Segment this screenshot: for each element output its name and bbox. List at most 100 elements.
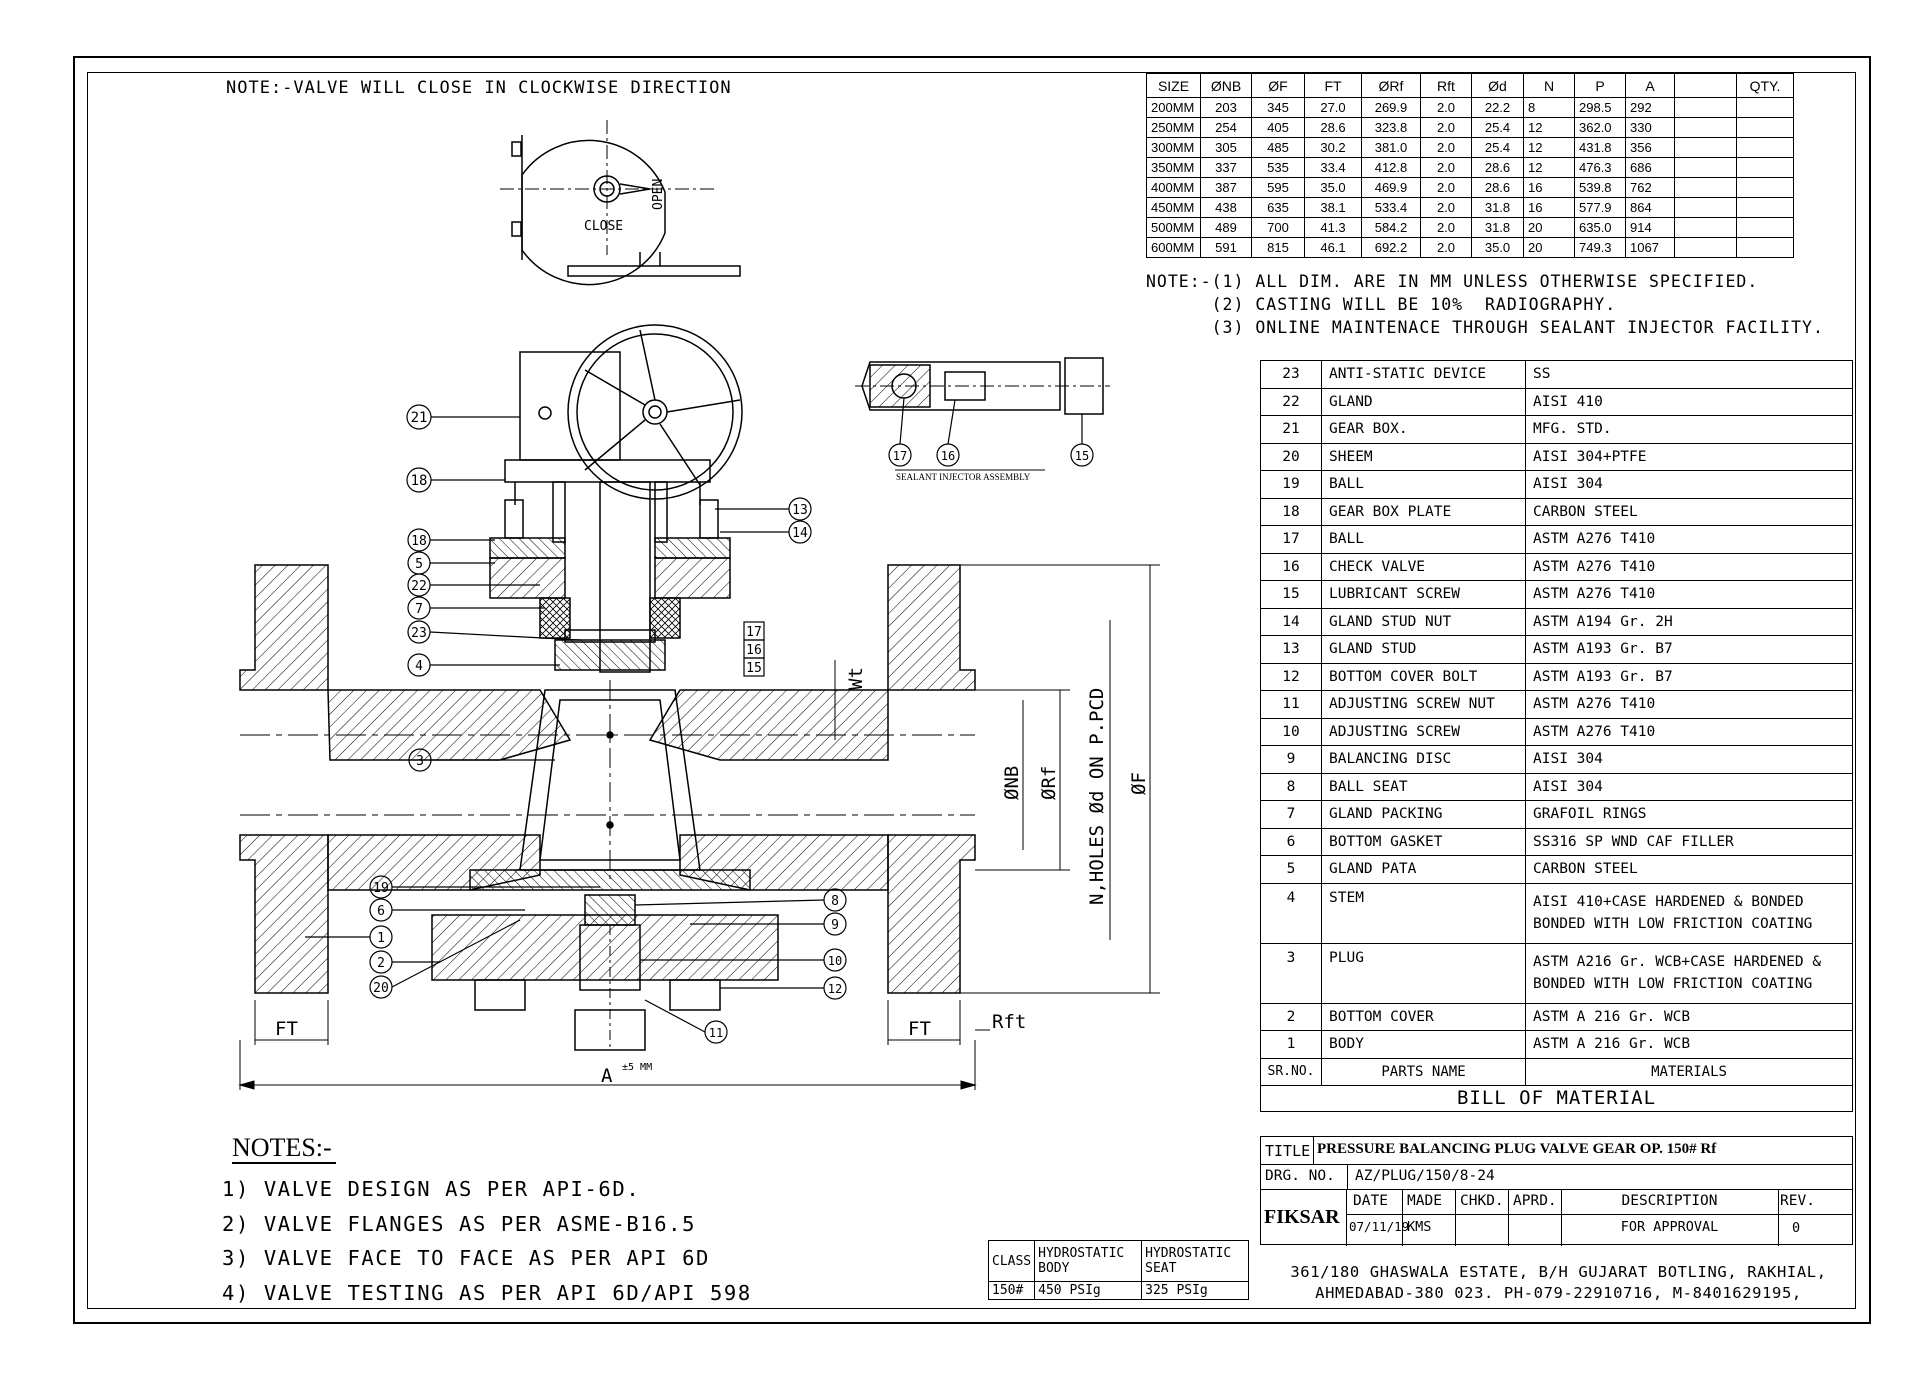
col-a: A — [1625, 73, 1675, 98]
dimension-cell: 584.2 — [1361, 217, 1421, 238]
bom-material: ASTM A 216 Gr. WCB — [1525, 1002, 1853, 1031]
svg-text:14: 14 — [792, 526, 808, 541]
bom-part-name: ADJUSTING SCREW NUT — [1321, 690, 1526, 719]
drg-label: DRG. NO. — [1265, 1168, 1335, 1184]
col-rf: ØRf — [1361, 73, 1421, 98]
bom-part-name: ADJUSTING SCREW — [1321, 717, 1526, 746]
bom-sr: 21 — [1260, 415, 1322, 444]
svg-text:7: 7 — [415, 602, 423, 617]
dimension-cell: 38.1 — [1304, 197, 1362, 218]
label-line: HYDROSTATIC — [1145, 1246, 1232, 1261]
col-rft: Rft — [1420, 73, 1472, 98]
balloon-13: 13 — [715, 497, 812, 521]
dimension-table-header: SIZE ØNB ØF FT ØRf Rft Ød N P A QTY. — [1146, 73, 1794, 98]
bom-material: CARBON STEEL — [1525, 497, 1853, 526]
rev-col-description: DESCRIPTION — [1621, 1193, 1718, 1209]
svg-text:11: 11 — [709, 1026, 723, 1040]
bom-material: ASTM A193 Gr. B7 — [1525, 635, 1853, 664]
balloon-9: 9 — [690, 912, 847, 936]
operator-top-view: CLOSE OPEN — [500, 120, 741, 286]
bom-material: ASTM A216 Gr. WCB+CASE HARDENED &BONDED … — [1525, 942, 1853, 1004]
dimension-cell — [1736, 217, 1794, 238]
svg-text:6: 6 — [377, 904, 385, 919]
dimension-cell: 250MM — [1146, 117, 1201, 138]
dimension-cell: 815 — [1251, 237, 1305, 258]
balloon-19: 19 — [369, 875, 600, 899]
dimension-cell: 2.0 — [1420, 177, 1472, 198]
dimension-cell: 16 — [1523, 177, 1575, 198]
bom-material: CARBON STEEL — [1525, 855, 1853, 884]
balloon-sealant-17: 17 — [888, 397, 912, 467]
col-p: P — [1574, 73, 1626, 98]
bom-material: ASTM A193 Gr. B7 — [1525, 662, 1853, 691]
dimension-cell — [1736, 237, 1794, 258]
dimension-table: SIZE ØNB ØF FT ØRf Rft Ød N P A QTY. 200… — [1146, 73, 1794, 258]
dimension-cell — [1736, 157, 1794, 178]
dimension-cell: 323.8 — [1361, 117, 1421, 138]
dimension-cell — [1674, 237, 1737, 258]
svg-text:15: 15 — [746, 661, 762, 676]
dimension-cell: 200MM — [1146, 97, 1201, 118]
bom-sr: 2 — [1260, 1002, 1322, 1031]
dimension-cell: 591 — [1200, 237, 1252, 258]
bom-part-name: GLAND — [1321, 387, 1526, 416]
bom-sr: 11 — [1260, 690, 1322, 719]
balloon-8: 8 — [634, 888, 847, 912]
balloon-4: 4 — [407, 653, 560, 677]
balloon-2: 2 — [369, 950, 440, 974]
dim-wt: Wt — [845, 667, 867, 690]
balloon-11: 11 — [644, 999, 728, 1044]
bom-sr: 9 — [1260, 745, 1322, 774]
bom-part-name: GLAND PATA — [1321, 855, 1526, 884]
rev-col-aprd: APRD. — [1513, 1193, 1557, 1209]
col-ft: FT — [1304, 73, 1362, 98]
dimension-cell — [1736, 137, 1794, 158]
dimension-notes: NOTE:-(1) ALL DIM. ARE IN MM UNLESS OTHE… — [1146, 270, 1824, 339]
note-item: 2) VALVE FLANGES AS PER ASME-B16.5 — [222, 1211, 697, 1236]
bom-part-name: GLAND PACKING — [1321, 800, 1526, 829]
seat-pressure-value: 325 PSIg — [1141, 1281, 1250, 1300]
dimension-cell: 8 — [1523, 97, 1575, 118]
balloon-12: 12 — [720, 976, 847, 1000]
revision-row: 07/11/19 KMS FOR APPROVAL 0 — [1347, 1214, 1852, 1246]
balloon-7: 7 — [407, 596, 545, 620]
drawing-title: PRESSURE BALANCING PLUG VALVE GEAR OP. 1… — [1317, 1141, 1717, 1157]
col-nb: ØNB — [1200, 73, 1252, 98]
bom-part-name: BOTTOM GASKET — [1321, 827, 1526, 856]
dimension-cell: 450MM — [1146, 197, 1201, 218]
rev-made: KMS — [1407, 1219, 1432, 1235]
svg-text:1: 1 — [377, 931, 385, 946]
divider — [1778, 1189, 1779, 1246]
rev-col-made: MADE — [1407, 1193, 1442, 1209]
bom-sr: 3 — [1260, 942, 1322, 1004]
dimension-note-2: (2) CASTING WILL BE 10% RADIOGRAPHY. — [1146, 295, 1617, 314]
dimension-cell: 749.3 — [1574, 237, 1626, 258]
rev-col-rev: REV. — [1780, 1193, 1815, 1209]
bom-sr: 23 — [1260, 360, 1322, 389]
dimension-cell: 2.0 — [1420, 117, 1472, 138]
address-line-1: 361/180 GHASWALA ESTATE, B/H GUJARAT BOT… — [1290, 1263, 1827, 1281]
dimension-cell: 864 — [1625, 197, 1675, 218]
dimension-cell: 387 — [1200, 177, 1252, 198]
dimension-cell: 35.0 — [1471, 237, 1524, 258]
svg-text:10: 10 — [828, 954, 842, 968]
bom-row-2: 2 BOTTOM COVER ASTM A 216 Gr. WCB — [1260, 1002, 1853, 1031]
svg-text:17: 17 — [893, 449, 907, 463]
title-row: TITLE PRESSURE BALANCING PLUG VALVE GEAR… — [1261, 1137, 1852, 1165]
dimension-cell — [1674, 157, 1737, 178]
bom-sr: 22 — [1260, 387, 1322, 416]
divider — [1347, 1164, 1348, 1189]
svg-text:15: 15 — [1075, 449, 1089, 463]
dimension-cell: 362.0 — [1574, 117, 1626, 138]
open-label: OPEN — [651, 179, 666, 210]
notes-heading: NOTES:- — [232, 1133, 332, 1162]
dimension-cell: 577.9 — [1574, 197, 1626, 218]
